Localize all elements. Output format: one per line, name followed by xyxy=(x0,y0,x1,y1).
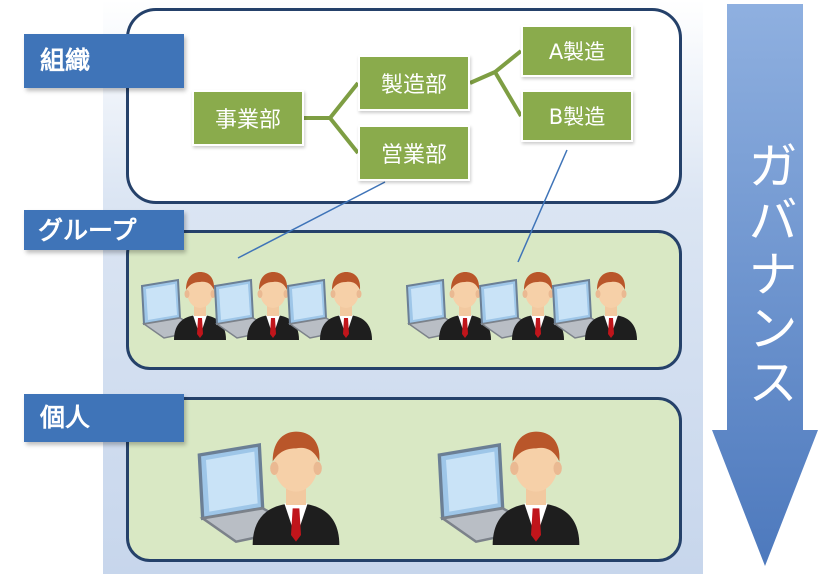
person-at-laptop-icon xyxy=(552,271,638,340)
layer-label-group: グループ xyxy=(24,210,184,250)
person-at-laptop-icon xyxy=(287,271,373,340)
governance-arrow xyxy=(712,4,818,566)
person-at-laptop-icon xyxy=(437,429,581,545)
layer-label-organization: 組織 xyxy=(24,34,184,88)
org-box-eigyobu: 営業部 xyxy=(358,125,470,181)
governance-label: ガバナンス xyxy=(740,140,798,410)
layer-label-individual: 個人 xyxy=(24,394,184,442)
org-box-seizobu: 製造部 xyxy=(358,55,470,111)
org-box-jigyobu: 事業部 xyxy=(192,90,304,146)
org-box-b-seizo: B製造 xyxy=(521,90,633,142)
org-box-a-seizo: A製造 xyxy=(521,25,633,77)
person-at-laptop-icon xyxy=(197,429,341,545)
